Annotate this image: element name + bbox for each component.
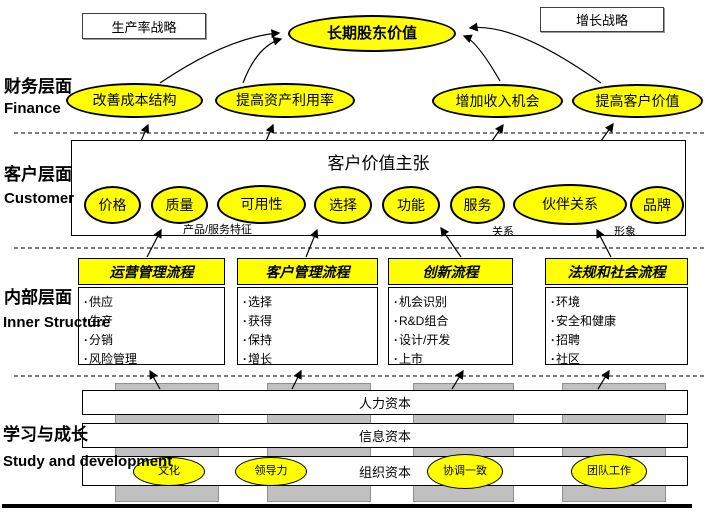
bar-label: 信息资本 xyxy=(358,429,411,444)
customer-ellipse-quality: 质量 xyxy=(151,186,208,224)
finance-ellipse-cost-structure: 改善成本结构 xyxy=(66,83,203,118)
list-item: 机会识别 xyxy=(394,293,508,312)
list-item: 社区 xyxy=(551,350,683,369)
list-item: 增长 xyxy=(243,350,373,369)
information-capital-bar: 信息资本 xyxy=(82,423,688,448)
teamwork-ellipse: 团队工作 xyxy=(571,454,647,489)
finance-layer-label-en: Finance xyxy=(4,100,61,117)
customer-ellipse-selection: 选择 xyxy=(314,186,372,224)
regulatory-social-header: 法规和社会流程 xyxy=(545,258,688,285)
customer-value-proposition-title: 客户价值主张 xyxy=(327,154,430,173)
alignment-ellipse: 协调一致 xyxy=(427,454,503,489)
leadership-ellipse: 领导力 xyxy=(235,457,307,486)
list-item: 选择 xyxy=(243,293,373,312)
list-item: 生产 xyxy=(84,312,220,331)
culture-ellipse: 文化 xyxy=(133,457,205,486)
list-item: 环境 xyxy=(551,293,683,312)
innovation-process-body: 机会识别 R&D组合 设计/开发 上市 xyxy=(388,287,513,366)
list-item: 供应 xyxy=(84,293,220,312)
customer-ellipse-function: 功能 xyxy=(382,186,440,224)
customer-ellipse-price: 价格 xyxy=(84,186,141,224)
operations-management-body: 供应 生产 分销 风险管理 xyxy=(78,287,225,366)
list-item: 获得 xyxy=(243,312,373,331)
customer-layer-label-en: Customer xyxy=(4,190,75,207)
list-item: R&D组合 xyxy=(394,312,508,331)
list-item: 设计/开发 xyxy=(394,331,508,350)
list-item: 分销 xyxy=(84,331,220,350)
long-term-shareholder-value-ellipse: 长期股东价值 xyxy=(288,15,456,52)
list-item: 安全和健康 xyxy=(551,312,683,331)
sublabel-image: 形象 xyxy=(614,226,636,238)
customer-layer-label-zh: 客户层面 xyxy=(4,165,72,184)
finance-ellipse-customer-value: 提高客户价值 xyxy=(572,84,703,118)
list-item: 上市 xyxy=(394,350,508,369)
list-item: 风险管理 xyxy=(84,350,220,369)
innovation-process-header: 创新流程 xyxy=(388,258,513,285)
bar-label: 人力资本 xyxy=(358,396,411,411)
sublabel-product-service-features: 产品/服务特征 xyxy=(183,224,253,236)
customer-ellipse-availability: 可用性 xyxy=(217,185,306,224)
bar-label: 组织资本 xyxy=(358,464,411,480)
customer-ellipse-service: 服务 xyxy=(450,186,505,224)
productivity-strategy-label: 生产率战略 xyxy=(111,19,177,35)
regulatory-social-body: 环境 安全和健康 招聘 社区 xyxy=(545,287,688,366)
customer-to-finance-arrows xyxy=(140,122,614,142)
finance-ellipse-revenue-opportunity: 增加收入机会 xyxy=(432,84,563,118)
human-capital-bar: 人力资本 xyxy=(82,390,688,415)
growth-strategy-box: 增长战略 xyxy=(540,7,664,32)
finance-ellipse-asset-utilization: 提高资产利用率 xyxy=(215,83,355,118)
customer-ellipse-brand: 品牌 xyxy=(630,186,684,224)
customer-management-body: 选择 获得 保持 增长 xyxy=(237,287,378,366)
list-item: 招聘 xyxy=(551,331,683,350)
customer-ellipse-partnership: 伙伴关系 xyxy=(513,184,627,225)
finance-layer-label-zh: 财务层面 xyxy=(4,77,72,96)
learning-layer-label-en: Study and development xyxy=(3,453,173,470)
learning-layer-label-zh: 学习与成长 xyxy=(3,425,88,444)
growth-strategy-label: 增长战略 xyxy=(575,13,628,28)
productivity-strategy-box: 生产率战略 xyxy=(82,13,206,39)
customer-management-header: 客户管理流程 xyxy=(237,258,378,285)
list-item: 保持 xyxy=(243,331,373,350)
internal-layer-label-zh: 内部层面 xyxy=(4,288,72,307)
sublabel-relationship: 关系 xyxy=(492,226,514,238)
internal-layer-label-en: Inner Structure xyxy=(3,314,111,331)
operations-management-header: 运营管理流程 xyxy=(78,258,225,285)
